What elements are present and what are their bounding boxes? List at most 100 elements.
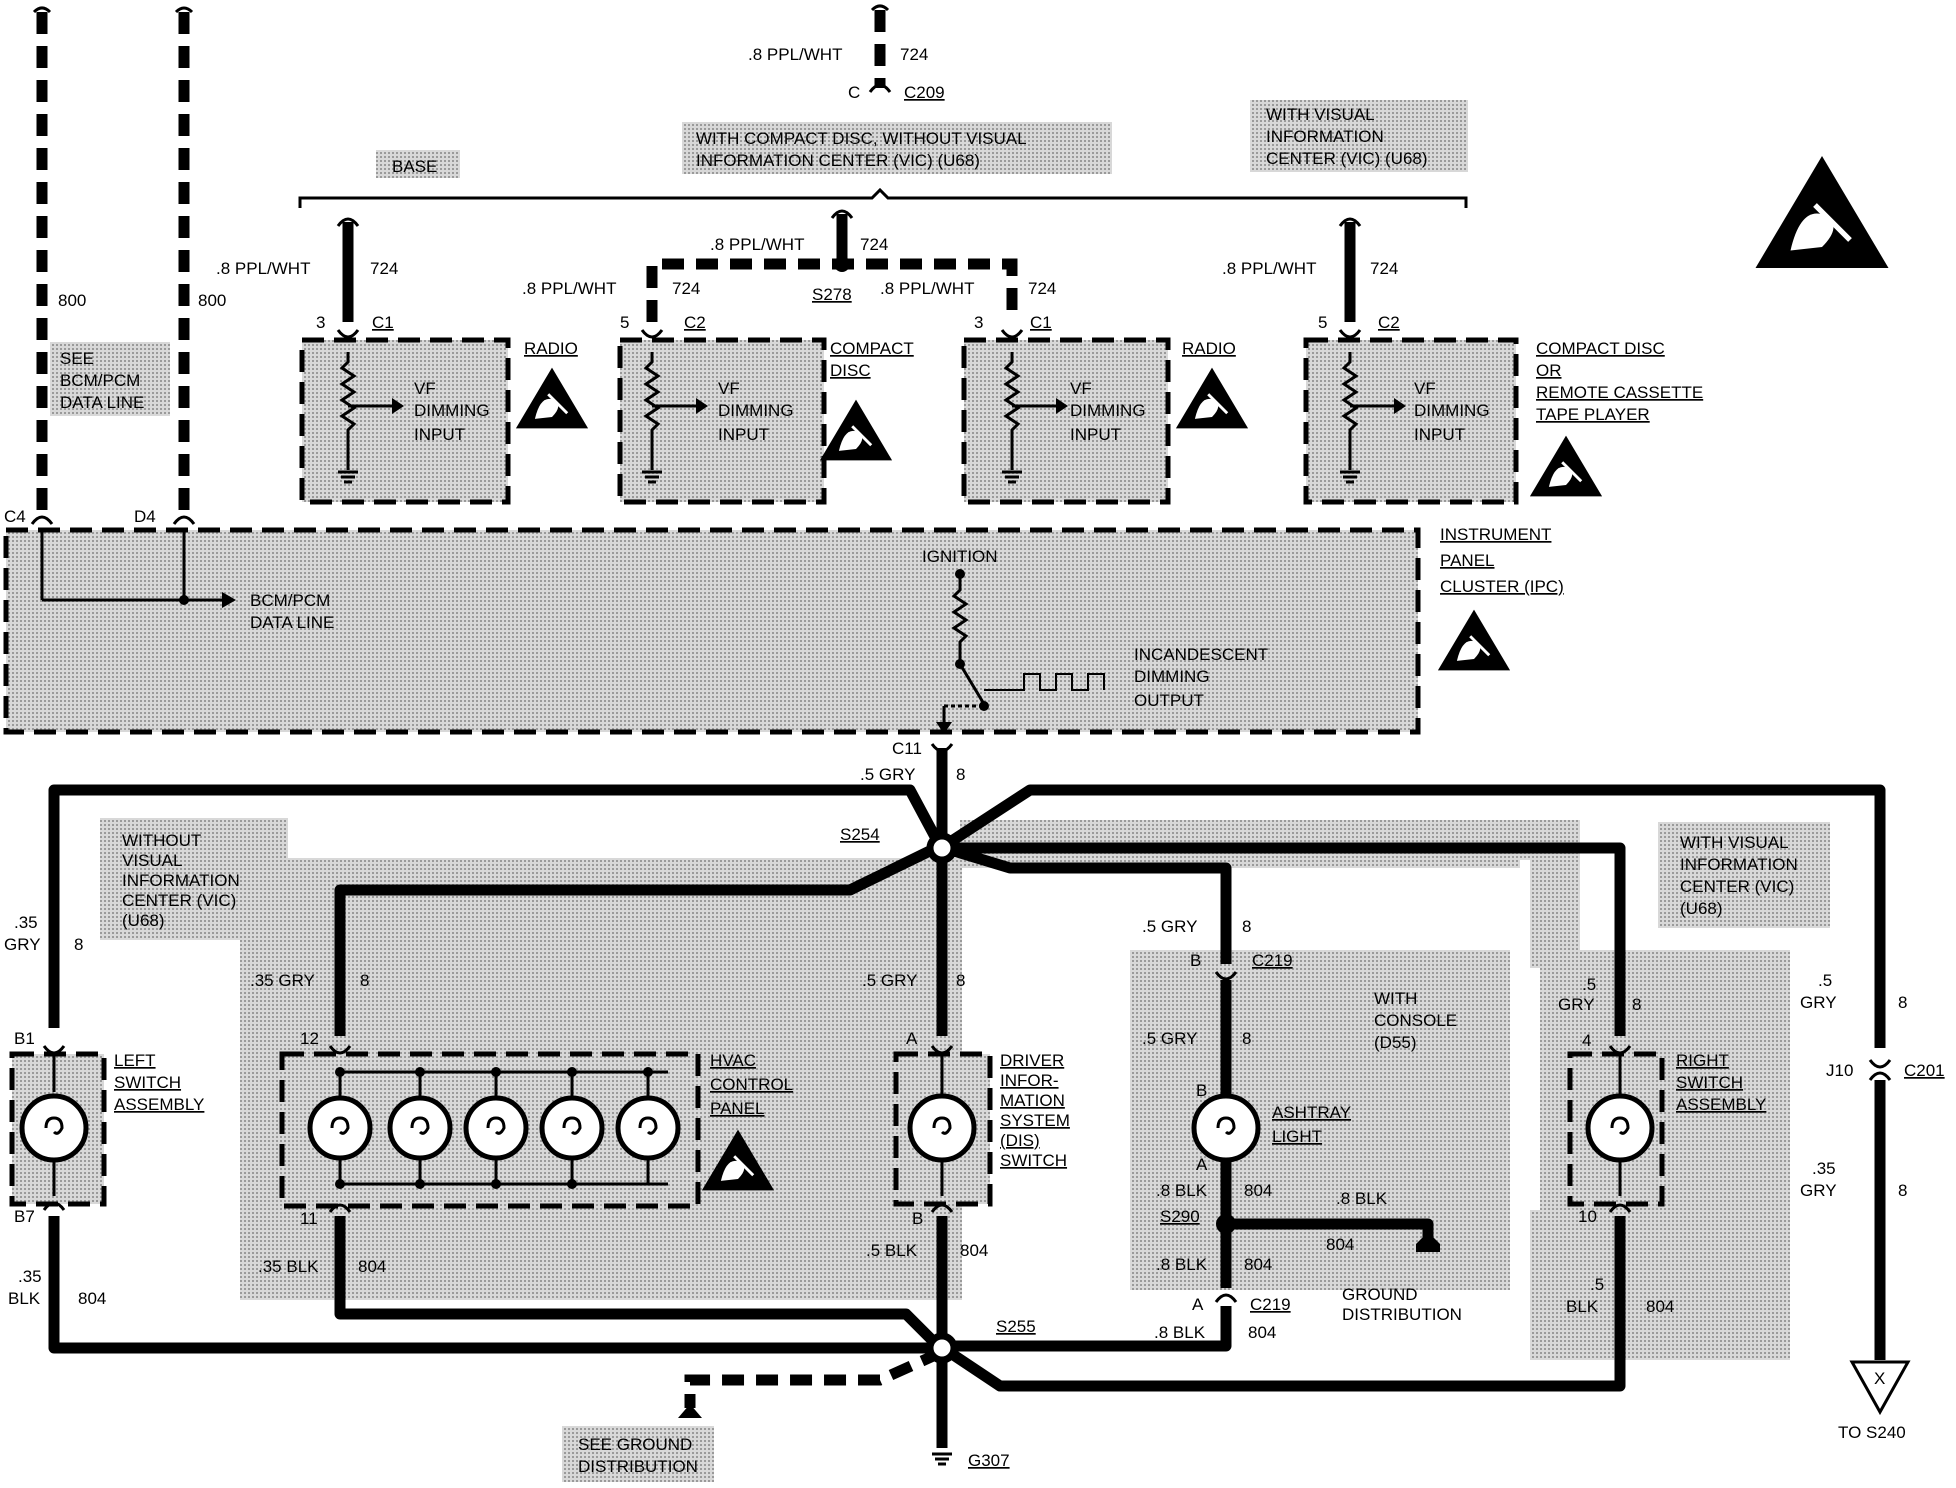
splice-s290: S290 [1160,1207,1200,1226]
svg-text:INFOR-: INFOR- [1000,1071,1059,1090]
option-without-vic-1: WITHOUT [122,831,201,850]
option-area-vic-main [240,820,1790,1360]
svg-text:INPUT: INPUT [718,425,769,444]
svg-text:DIMMING: DIMMING [1414,401,1490,420]
pin-c4: C4 [4,507,26,526]
svg-text:SWITCH: SWITCH [1676,1073,1743,1092]
svg-text:LIGHT: LIGHT [1272,1127,1322,1146]
svg-text:OUTPUT: OUTPUT [1134,691,1204,710]
svg-text:3: 3 [316,313,325,332]
wire-label-gry5-c201-b: GRY [1800,993,1837,1012]
circuit-724-cd: 724 [672,279,700,298]
radio-module-cd: 3 C1 VF DIMMING INPUT RADIO [961,313,1250,505]
wire-label-blk35-hvac: .35 BLK [258,1257,319,1276]
wire-label-blk5-dis: .5 BLK [866,1241,918,1260]
circuit-804-dis: 804 [960,1241,988,1260]
wire-label-724-s278: .8 PPL/WHT [710,235,804,254]
svg-text:VF: VF [414,379,436,398]
wire-label-gry5-c201-a: .5 [1818,971,1832,990]
option-area-cd-no-vic [682,122,1112,174]
svg-text:LEFT: LEFT [114,1051,156,1070]
svg-text:SYSTEM: SYSTEM [1000,1111,1070,1130]
svg-text:INSTRUMENT: INSTRUMENT [1440,525,1551,544]
wire-label-gry5-c219: .5 GRY [1142,917,1197,936]
wire-label-blk35-left-a: .35 [18,1267,42,1286]
pin-4: 4 [1582,1031,1591,1050]
option-area-see-ground [562,1426,714,1482]
ashtray-light: ASHTRAY LIGHT [1191,1093,1351,1163]
svg-text:INPUT: INPUT [1070,425,1121,444]
splice-s254: S254 [840,825,880,844]
wire-label-blk8-ashtray: .8 BLK [1156,1181,1208,1200]
right-switch-assembly: RIGHT SWITCH ASSEMBLY [1567,1045,1766,1213]
option-area-console-label [1340,978,1488,1062]
pin-b-ashtray: B [1196,1081,1207,1100]
circuit-724-radio-cd: 724 [1028,279,1056,298]
svg-text:SWITCH: SWITCH [1000,1151,1067,1170]
svg-text:5: 5 [620,313,629,332]
svg-text:C1: C1 [372,313,394,332]
option-without-vic-3: INFORMATION [122,871,240,890]
svg-text:5: 5 [1318,313,1327,332]
circuit-804-ground: 804 [1326,1235,1354,1254]
svg-text:PANEL: PANEL [1440,551,1495,570]
pin-c209: C [848,83,860,102]
see-ground-1: SEE GROUND [578,1435,692,1454]
left-switch-assembly: LEFT SWITCH ASSEMBLY [9,1045,204,1211]
circuit-724-radio-base: 724 [370,259,398,278]
svg-text:DIMMING: DIMMING [414,401,490,420]
svg-text:C1: C1 [1030,313,1052,332]
circuit-804-right: 804 [1646,1297,1674,1316]
wire-label-724-cd-vic: .8 PPL/WHT [1222,259,1316,278]
circuit-800-right: 800 [198,291,226,310]
connector-c219-top: C219 [1252,951,1293,970]
svg-text:DIMMING: DIMMING [718,401,794,420]
option-area-base [376,150,460,178]
svg-text:INPUT: INPUT [414,425,465,444]
wire-label-gry35-left-b: GRY [4,935,41,954]
wire-label-gry35-hvac: .35 GRY [250,971,315,990]
option-vic-top-line2: INFORMATION [1266,127,1384,146]
pin-b1: B1 [14,1029,35,1048]
pin-b-dis: B [912,1209,923,1228]
svg-text:RIGHT: RIGHT [1676,1051,1729,1070]
splice-s255: S255 [996,1317,1036,1336]
svg-text:DATA LINE: DATA LINE [250,613,334,632]
option-cd-no-vic-line2: INFORMATION CENTER (VIC) (U68) [696,151,980,170]
pin-a-dis: A [906,1029,918,1048]
option-cd-no-vic-line1: WITH COMPACT DISC, WITHOUT VISUAL [696,129,1027,148]
wire-label-gry35-c201-a: .35 [1812,1159,1836,1178]
pin-b-c219-top: B [1190,951,1201,970]
see-bcm-line1: SEE [60,349,94,368]
option-without-vic-5: (U68) [122,911,165,930]
connector-c209: C209 [904,83,945,102]
svg-text:VF: VF [718,379,740,398]
svg-text:VF: VF [1070,379,1092,398]
instrument-panel-cluster: BCM/PCM DATA LINE IGNITION INCANDESCENT … [3,525,1564,735]
option-vic-top-line1: WITH VISUAL [1266,105,1375,124]
option-console-1: WITH [1374,989,1417,1008]
svg-text:IGNITION: IGNITION [922,547,998,566]
wire-label-gry5-right-b: GRY [1558,995,1595,1014]
svg-text:RADIO: RADIO [1182,339,1236,358]
circuit-800-left: 800 [58,291,86,310]
circuit-724-top: 724 [900,45,928,64]
wire-label-gry35-left-a: .35 [14,913,38,932]
pin-c11: C11 [892,739,922,758]
see-bcm-line2: BCM/PCM [60,371,140,390]
svg-text:SWITCH: SWITCH [114,1073,181,1092]
wire-label-blk5-right-b: BLK [1566,1297,1599,1316]
option-without-vic-2: VISUAL [122,851,182,870]
option-console-3: (D55) [1374,1033,1417,1052]
circuit-804-left: 804 [78,1289,106,1308]
to-s240: TO S240 [1838,1423,1906,1442]
svg-text:RADIO: RADIO [524,339,578,358]
svg-text:ASSEMBLY: ASSEMBLY [1676,1095,1766,1114]
svg-text:CLUSTER (IPC): CLUSTER (IPC) [1440,577,1564,596]
hvac-control-panel: HVAC CONTROL PANEL [279,1045,793,1213]
svg-text:C2: C2 [684,313,706,332]
wire-label-724-top: .8 PPL/WHT [748,45,842,64]
svg-text:VF: VF [1414,379,1436,398]
cd-cassette-module: 5 C2 VF DIMMING INPUT COMPACT DISC OR RE… [1303,313,1703,505]
